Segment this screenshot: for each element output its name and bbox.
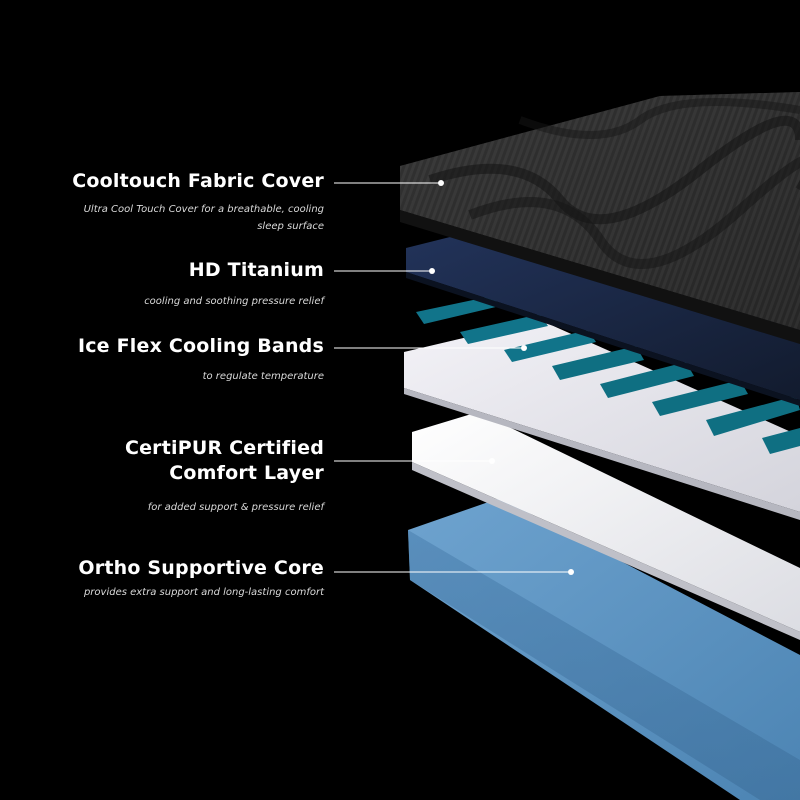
comfort-layer-1 [404,320,800,520]
cover-edge [400,210,800,344]
layer-description: cooling and soothing pressure relief [144,296,324,307]
layer-description: provides extra support and long-lasting … [83,587,324,598]
layer-label-core: Ortho Supportive Core provides extra sup… [78,556,324,601]
callout-dot-titanium [429,268,435,274]
comfort-layer-2 [412,412,800,640]
layer-title: Ortho Supportive Core [78,557,324,579]
layer-description: to regulate temperature [202,371,324,382]
layer-label-bands: Ice Flex Cooling Bands to regulate tempe… [78,334,324,385]
cooling-bands [416,296,800,454]
cooling-band [652,380,748,416]
layer-label-comfort: CertiPUR Certified Comfort Layer for add… [104,436,324,516]
layer-description: for added support & pressure relief [147,502,324,513]
cover-wave-pattern [518,98,800,139]
titanium-edge [406,272,800,406]
layer-label-titanium: HD Titanium cooling and soothing pressur… [144,258,324,310]
layer-title: HD Titanium [188,259,324,281]
layer-label-cover: Cooltouch Fabric Cover Ultra Cool Touch … [72,169,324,235]
callout-dot-comfort [489,458,495,464]
layer-title: Ice Flex Cooling Bands [77,335,324,357]
callout-dot-core [568,569,574,575]
cooling-band [552,346,644,380]
comfort-1-top-face [404,320,800,512]
core-side-face [408,530,800,800]
callout-dot-cover [438,180,444,186]
cooling-band [416,296,500,324]
cover-shading [400,92,800,330]
titanium-top-face [406,232,800,400]
callout-dot-bands [521,345,527,351]
cooling-band [504,330,596,362]
layer-title: CertiPUR Certified Comfort Layer [124,437,324,484]
comfort-2-edge [412,462,800,640]
cover-wave-pattern [428,115,800,225]
layer-description: Ultra Cool Touch Cover for a breathable,… [83,204,324,232]
ortho-core-layer [408,498,800,800]
cover-wave-pattern [468,156,800,269]
cooling-band [600,362,694,398]
cooling-band [460,314,548,344]
hd-titanium-layer [406,232,800,406]
cooling-band [706,396,800,436]
comfort-1-edge [404,388,800,520]
cooltouch-cover-layer [400,92,800,344]
cooling-band [762,428,800,454]
comfort-2-top-face [412,412,800,632]
layer-title: Cooltouch Fabric Cover [72,170,324,192]
callout-lines [334,180,574,575]
